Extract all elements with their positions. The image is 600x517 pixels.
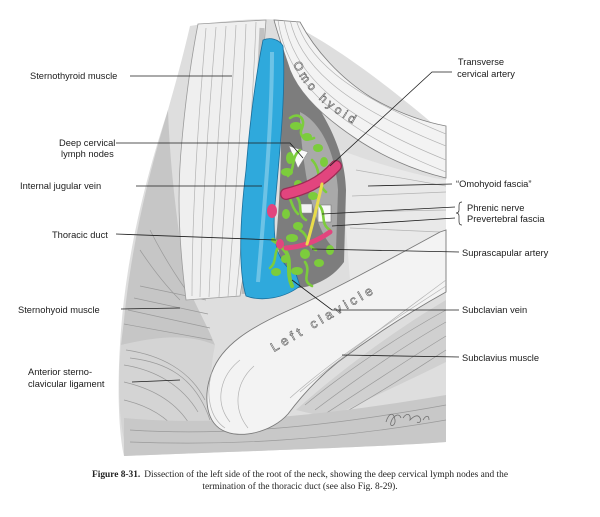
- leader-sternohyoid: [120, 307, 181, 310]
- figure-caption-line1: Figure 8-31.Dissection of the left side …: [0, 469, 600, 481]
- label-subclavius-muscle: Subclavius muscle: [462, 353, 539, 363]
- label-thoracic-duct: Thoracic duct: [52, 230, 108, 240]
- label-omohyoid-fascia: “Omohyoid fascia”: [456, 179, 531, 189]
- transverse-cervical-artery: [281, 161, 341, 199]
- label-transverse-line2: cervical artery: [457, 69, 515, 79]
- label-prevertebral-fascia: Prevertebral fascia: [467, 214, 545, 224]
- left-clavicle: [206, 229, 447, 435]
- label-phrenic-nerve: Phrenic nerve: [467, 203, 524, 213]
- omohyoid-fibers: [277, 20, 446, 173]
- leader-transverse-cervical: [329, 71, 452, 167]
- leader-suprascapular: [311, 248, 460, 253]
- caption-text-line2: termination of the thoracic duct (see al…: [202, 482, 398, 492]
- phrenic-nerve: [305, 182, 324, 246]
- anterior-sternoclavicular-ligament: [119, 337, 224, 440]
- label-subclavian-vein: Subclavian vein: [462, 305, 527, 315]
- first-rib-region: [124, 395, 446, 456]
- label-sternohyoid-muscle: Sternohyoid muscle: [18, 305, 100, 315]
- leader-prevertebral: [331, 217, 456, 227]
- label-sternoclavicular-line2: clavicular ligament: [28, 379, 105, 389]
- label-deep-cervical-line1: Deep cervical: [59, 138, 115, 148]
- artery-segment-lower: [276, 239, 284, 249]
- leader-phrenic: [321, 206, 456, 215]
- label-internal-jugular-vein: Internal jugular vein: [20, 181, 101, 191]
- clavicle-shading: [208, 279, 446, 429]
- artery-segment: [267, 204, 277, 218]
- caption-text-line1: Dissection of the left side of the root …: [144, 470, 508, 480]
- artist-signature: [385, 413, 430, 426]
- leader-sternoclavicular: [131, 379, 181, 383]
- label-transverse-line1: Transverse: [458, 57, 504, 67]
- subclavius-muscle: [296, 300, 446, 418]
- leader-subclavius: [341, 354, 460, 358]
- figure-caption-line2: termination of the thoracic duct (see al…: [0, 481, 600, 493]
- label-sternoclavicular-line1: Anterior sterno-: [28, 367, 92, 377]
- leader-lines: [115, 71, 460, 383]
- rib-lines: [129, 404, 447, 444]
- label-deep-cervical-line2: lymph nodes: [61, 149, 114, 159]
- label-brace: [455, 201, 463, 226]
- label-suprascapular-artery: Suprascapular artery: [462, 248, 549, 258]
- omohyoid-muscle: [273, 19, 447, 179]
- leader-subclavian-vein: [291, 279, 459, 311]
- leader-omohyoid-fascia: [367, 183, 453, 187]
- leader-deep-cervical: [116, 142, 304, 159]
- figure-number: Figure 8-31.: [92, 470, 141, 480]
- sternohyoid-muscle: [121, 110, 215, 345]
- label-sternothyroid-muscle: Sternothyroid muscle: [30, 71, 117, 81]
- vein-highlight: [256, 51, 274, 283]
- leader-thoracic-duct: [115, 233, 277, 241]
